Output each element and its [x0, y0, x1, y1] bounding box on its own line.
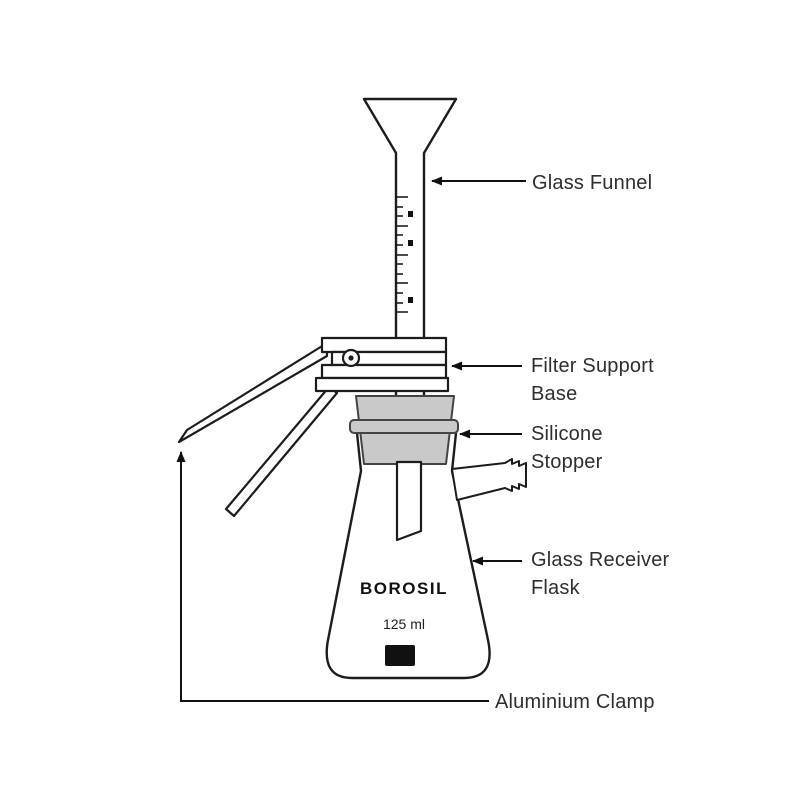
glass-receiver-flask-shape [325, 432, 491, 680]
vacuum-side-arm-shape [451, 458, 527, 501]
graduation-numerals [408, 211, 413, 303]
filter-support-base-shape [314, 336, 450, 393]
graduation-marks [397, 196, 408, 313]
glass-funnel-label: Glass Funnel [532, 172, 653, 194]
volume-text: 125 ml [383, 616, 425, 632]
aluminium-clamp-label: Aluminium Clamp [495, 691, 655, 713]
flask-label-square [385, 645, 415, 666]
callout-arrows [176, 176, 526, 702]
silicone-stopper-label: Silicone Stopper [531, 423, 603, 473]
brand-text: BOROSIL [360, 579, 448, 598]
filter-support-base-label: Filter Support Base [531, 355, 654, 405]
clamp-lower-lever [224, 385, 339, 518]
flask-mouth-rim [349, 419, 459, 434]
glass-receiver-flask-label: Glass Receiver Flask [531, 549, 670, 599]
funnel-stem-shape [395, 460, 423, 542]
aluminium-clamp-leader [176, 451, 489, 702]
